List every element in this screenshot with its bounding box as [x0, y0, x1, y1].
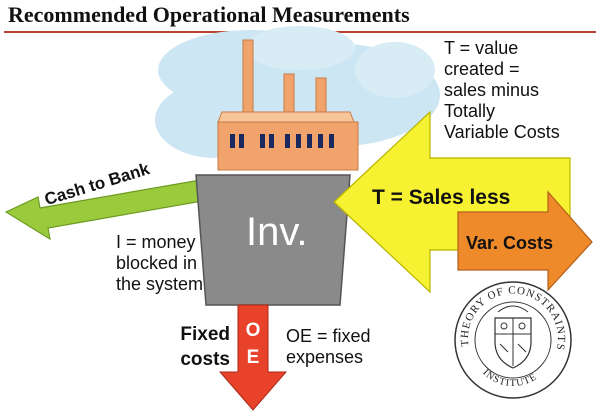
throughput-definition: T = value created = sales minus Totally … — [444, 38, 560, 143]
throughput-definition-line: created = — [444, 59, 520, 79]
fixed-costs-label: Fixed costs — [166, 322, 230, 372]
inventory-definition: I = money blocked in the system — [116, 232, 203, 295]
variable-costs-label: Var. Costs — [466, 233, 554, 253]
inventory-definition-line: I = money — [116, 232, 196, 252]
toc-institute-seal: THEORY OF CONSTRAINTS INSTITUTE — [454, 281, 572, 399]
operating-expense-definition: OE = fixed expenses — [286, 326, 371, 368]
throughput-formula: T = Sales less — [372, 186, 511, 209]
inventory-definition-line: the system — [116, 274, 204, 294]
inventory-definition-line: blocked in — [116, 253, 198, 273]
slide-title: Recommended Operational Measurements — [8, 2, 410, 27]
throughput-definition-line: Totally — [444, 101, 496, 121]
variable-costs-arrow — [457, 190, 593, 292]
throughput-definition-line: sales minus — [444, 80, 540, 100]
throughput-definition-line: T = value — [444, 38, 519, 58]
inventory-label: Inv. — [246, 210, 308, 254]
oe-letter-o: O — [245, 320, 261, 341]
operating-expense-arrow — [218, 304, 288, 411]
oe-definition-line: expenses — [286, 347, 364, 367]
oe-letter-e: E — [246, 347, 260, 368]
factory-icon — [217, 39, 359, 171]
fixed-costs-line: costs — [180, 349, 230, 370]
inventory-funnel — [195, 174, 351, 306]
oe-definition-line: OE = fixed — [286, 326, 371, 346]
throughput-definition-line: Variable Costs — [444, 122, 560, 142]
fixed-costs-line: Fixed — [180, 324, 230, 345]
